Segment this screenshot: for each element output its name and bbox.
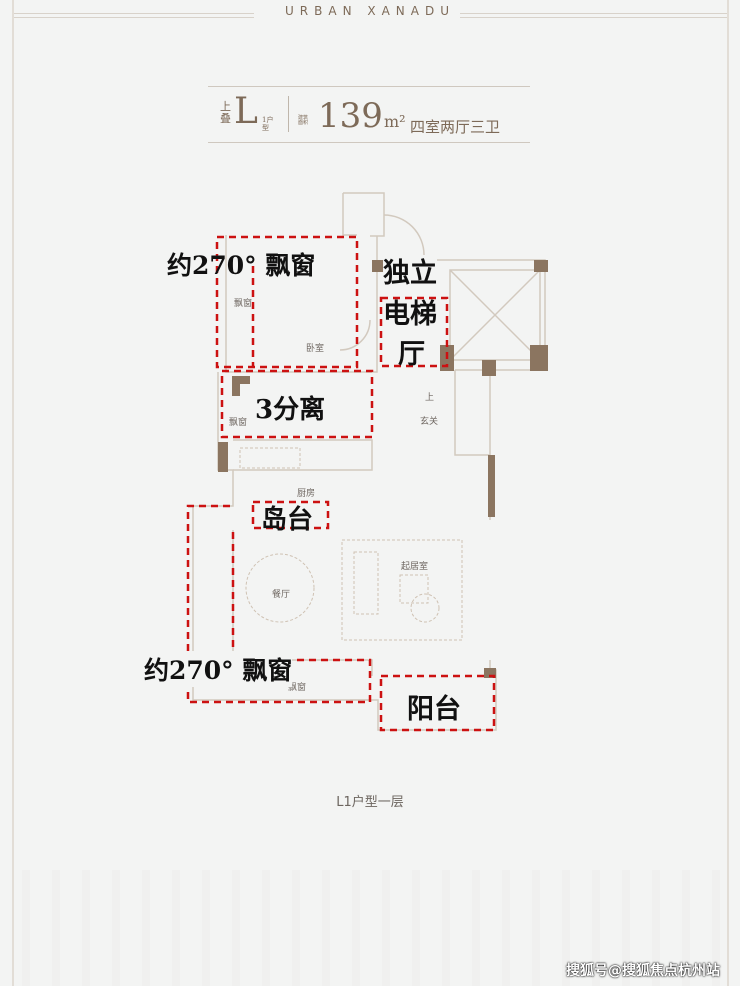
area-label: 建筑面积	[298, 115, 309, 126]
layout-summary: 四室两厅三卫	[410, 118, 501, 136]
highlight-bay-window-top	[215, 235, 359, 369]
annotation-bay-window-top: 约270° 飘窗	[167, 246, 316, 282]
annotation-elevator-hall-3: 厅	[398, 339, 425, 370]
title-prefix: 上叠	[220, 100, 231, 125]
area-value: 139	[318, 96, 383, 136]
title-rule-top	[208, 86, 530, 87]
annotation-balcony: 阳台	[407, 694, 461, 725]
brand-rule-right	[460, 13, 727, 18]
room-label-foyer: 玄关	[420, 417, 439, 427]
background-pattern	[0, 870, 740, 986]
room-label-bay-window: 飘窗	[234, 299, 253, 309]
annotation-island: 岛台	[261, 505, 314, 535]
highlight-bay-window-bottom	[186, 504, 372, 704]
annotation-elevator-hall-2: 电梯	[383, 299, 437, 330]
highlight-elevator-hall	[379, 296, 449, 368]
title-divider	[288, 96, 289, 132]
room-label-bay-window-bath: 飘窗	[229, 418, 248, 428]
unit-code: L	[234, 91, 258, 132]
highlight-balcony	[379, 674, 496, 732]
room-label-living: 起居室	[401, 562, 429, 572]
walls	[218, 260, 548, 678]
area-unit: m²	[384, 112, 406, 131]
room-label-stairs-up: 上	[425, 393, 435, 403]
brand-rule-left	[14, 13, 254, 18]
room-label-bedroom: 卧室	[306, 344, 325, 354]
annotation-elevator-hall-1: 独立	[383, 258, 437, 289]
room-label-kitchen: 厨房	[297, 489, 316, 499]
highlight-bathroom	[220, 369, 374, 439]
highlight-boxes	[186, 235, 496, 732]
brand-name: URBAN XANADU	[285, 4, 455, 18]
frame-right	[727, 0, 729, 986]
title-rule-bottom	[208, 142, 530, 143]
room-label-dining: 餐厅	[272, 590, 291, 600]
room-label-bay-window-dining: 飘窗	[288, 683, 307, 693]
annotation-bay-window-bottom: 约270° 飘窗	[144, 651, 293, 687]
plan-caption: L1户型一层	[336, 795, 404, 810]
frame-left	[12, 0, 14, 986]
highlight-island	[251, 500, 330, 530]
furniture	[239, 447, 463, 641]
annotation-bathroom: 3分离	[255, 395, 326, 425]
unit-suffix: 1户型	[262, 116, 274, 132]
watermark: 搜狐号@搜狐焦点杭州站	[566, 963, 720, 979]
